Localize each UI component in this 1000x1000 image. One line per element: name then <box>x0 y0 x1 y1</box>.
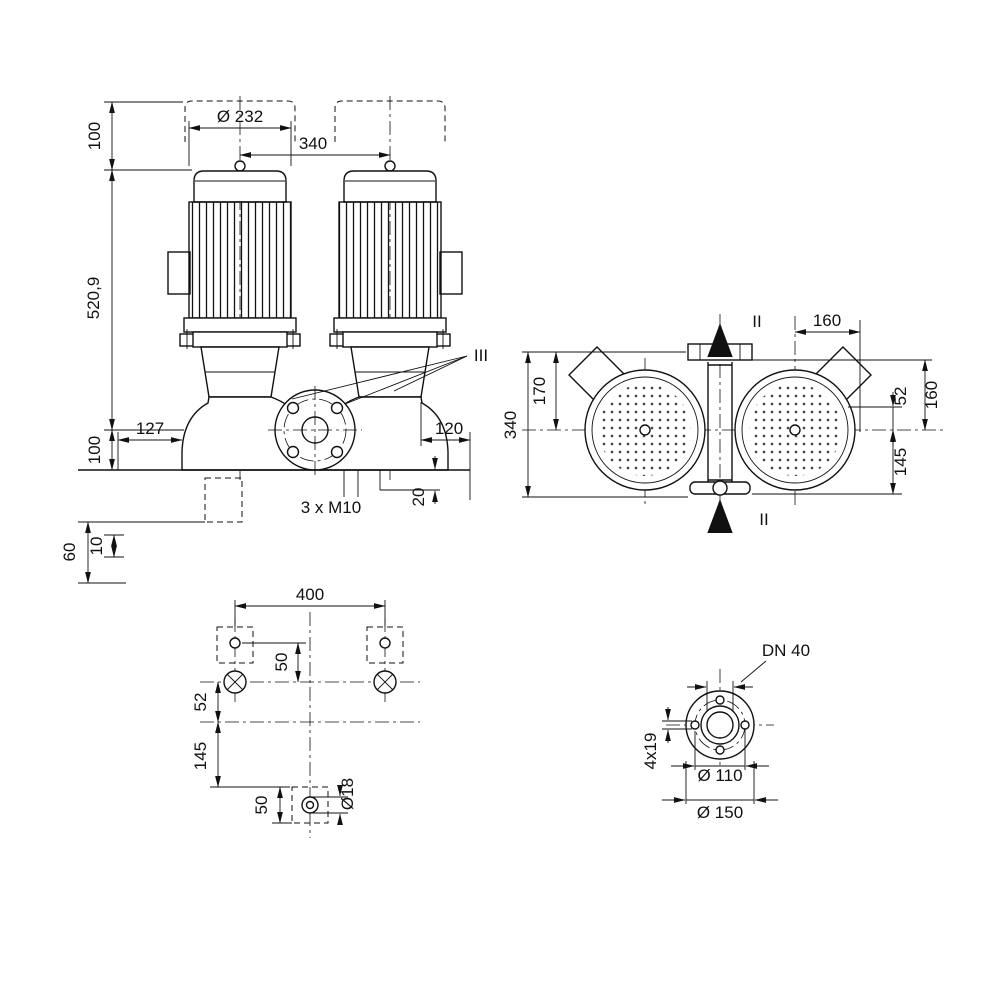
dim-row-offset: 52 <box>191 693 210 712</box>
anchor-plate-bottom <box>291 786 329 824</box>
dim-bolt-span: 400 <box>296 585 324 604</box>
dim-bolt-circle: Ø 110 <box>697 766 742 785</box>
terminal-box-right <box>439 251 463 295</box>
flange-bore <box>706 711 734 739</box>
dim-hole-diameter: Ø18 <box>338 778 357 810</box>
flange-detail-view: DN 40 4x19 Ø 110 Ø 150 <box>641 641 810 822</box>
motor-right-option-outline <box>334 100 446 142</box>
label-bolt-holes: 4x19 <box>641 733 660 770</box>
detail-leader-1 <box>291 355 468 400</box>
dim-bottom-bolt-offset: 50 <box>252 796 271 815</box>
motor-right-finned-housing <box>338 201 442 319</box>
motor-left-option-outline <box>184 100 296 142</box>
dim-outer-diameter: Ø 150 <box>697 803 743 822</box>
detail-leader-2 <box>344 355 468 405</box>
motor-left-end-shield <box>183 317 297 333</box>
lifting-eye-left <box>234 160 246 172</box>
dim-total-height: 520,9 <box>84 277 103 320</box>
dim-port-height: 100 <box>85 436 104 464</box>
dim-offset-52: 52 <box>891 387 910 406</box>
dim-flange-axis-right: 160 <box>922 381 941 409</box>
dim-flange-axis-left: 170 <box>530 377 549 405</box>
fan-cover-left <box>193 170 287 203</box>
dim-top-clearance: 100 <box>85 122 104 150</box>
fan-cover-right <box>343 170 437 203</box>
dim-grout-thickness: 10 <box>87 537 106 556</box>
dim-motor-spacing: 340 <box>299 134 327 153</box>
label-nominal-diameter: DN 40 <box>762 641 810 660</box>
section-label-bottom: II <box>759 510 768 529</box>
lifting-eye-right <box>384 160 396 172</box>
dim-anchor-depth: 60 <box>60 543 79 562</box>
anchor-plate-right <box>366 626 404 664</box>
dim-right-offset: 120 <box>435 419 463 438</box>
dim-edge-offset: 160 <box>813 311 841 330</box>
dim-upper-bolt-offset: 50 <box>272 653 291 672</box>
anchor-plate-left <box>216 626 254 664</box>
terminal-box-left <box>167 251 191 295</box>
dim-lower-span: 145 <box>191 742 210 770</box>
motor-right-end-shield <box>333 317 447 333</box>
front-view: Ø 232 340 100 520,9 100 127 120 20 60 10 <box>60 96 488 584</box>
dim-motor-diameter: Ø 232 <box>217 107 263 126</box>
dim-overall-length: 340 <box>501 411 520 439</box>
foundation-bolt-pocket <box>204 477 243 523</box>
detail-leader-3 <box>393 355 468 392</box>
dim-left-offset: 127 <box>136 419 164 438</box>
top-view: II II 160 170 340 52 160 145 <box>501 311 945 533</box>
detail-marker-iii: III <box>474 346 488 365</box>
label-tapped-holes: 3 x M10 <box>301 498 361 517</box>
motor-right-mounting-ring <box>342 331 438 348</box>
foundation-plan-view: 400 50 52 145 50 Ø18 <box>191 585 420 838</box>
motor-left-mounting-ring <box>192 331 288 348</box>
dim-foot-height: 20 <box>409 488 428 507</box>
motor-left-finned-housing <box>188 201 292 319</box>
section-label-top: II <box>752 312 761 331</box>
dim-suction-offset: 145 <box>891 448 910 476</box>
